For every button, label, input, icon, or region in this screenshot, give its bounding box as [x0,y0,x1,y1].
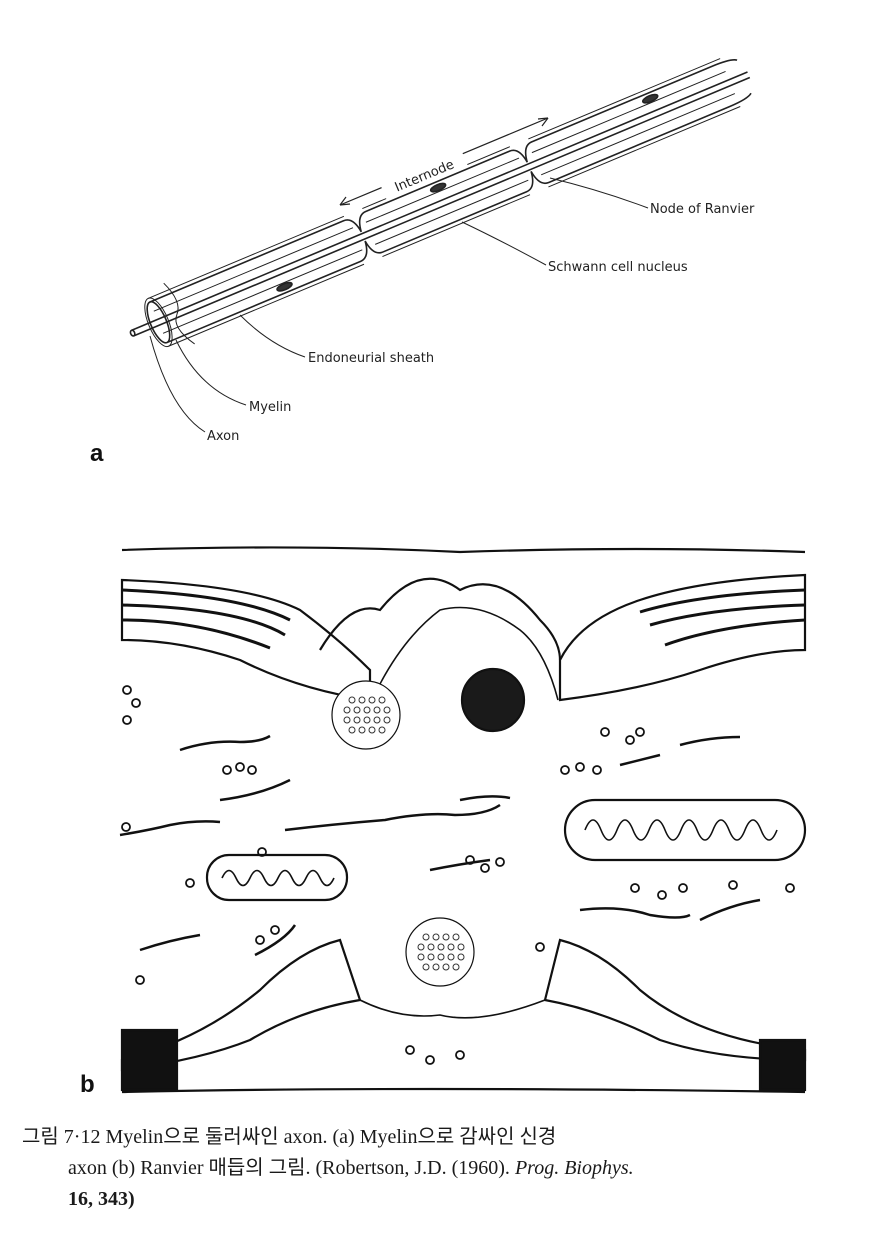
label-node-of-ranvier: Node of Ranvier [650,202,755,217]
node-of-ranvier-drawing [119,546,807,1094]
myelinated-fiber-diagram [129,58,752,433]
panel-label-a: a [90,440,104,467]
caption-journal: Prog. Biophys. [514,1157,634,1179]
vesicle-dots [343,696,465,971]
label-endoneurial-sheath: Endoneurial sheath [308,351,434,366]
caption-line-1: 그림 7·12 Myelin으로 둘러싸인 axon. (a) Myelin으로… [22,1126,557,1148]
label-schwann-cell-nucleus: Schwann cell nucleus [548,260,688,275]
caption-line-3: 16, 343) [68,1188,135,1210]
panel-label-b: b [80,1071,95,1098]
caption-line-2: axon (b) Ranvier 매듭의 그림. (Robertson, J.D… [22,1153,862,1184]
label-axon: Axon [207,429,239,444]
figure-caption: 그림 7·12 Myelin으로 둘러싸인 axon. (a) Myelin으로… [22,1122,862,1215]
caption-line-2-text: axon (b) Ranvier 매듭의 그림. (Robertson, J.D… [68,1157,515,1179]
label-myelin: Myelin [249,400,291,415]
